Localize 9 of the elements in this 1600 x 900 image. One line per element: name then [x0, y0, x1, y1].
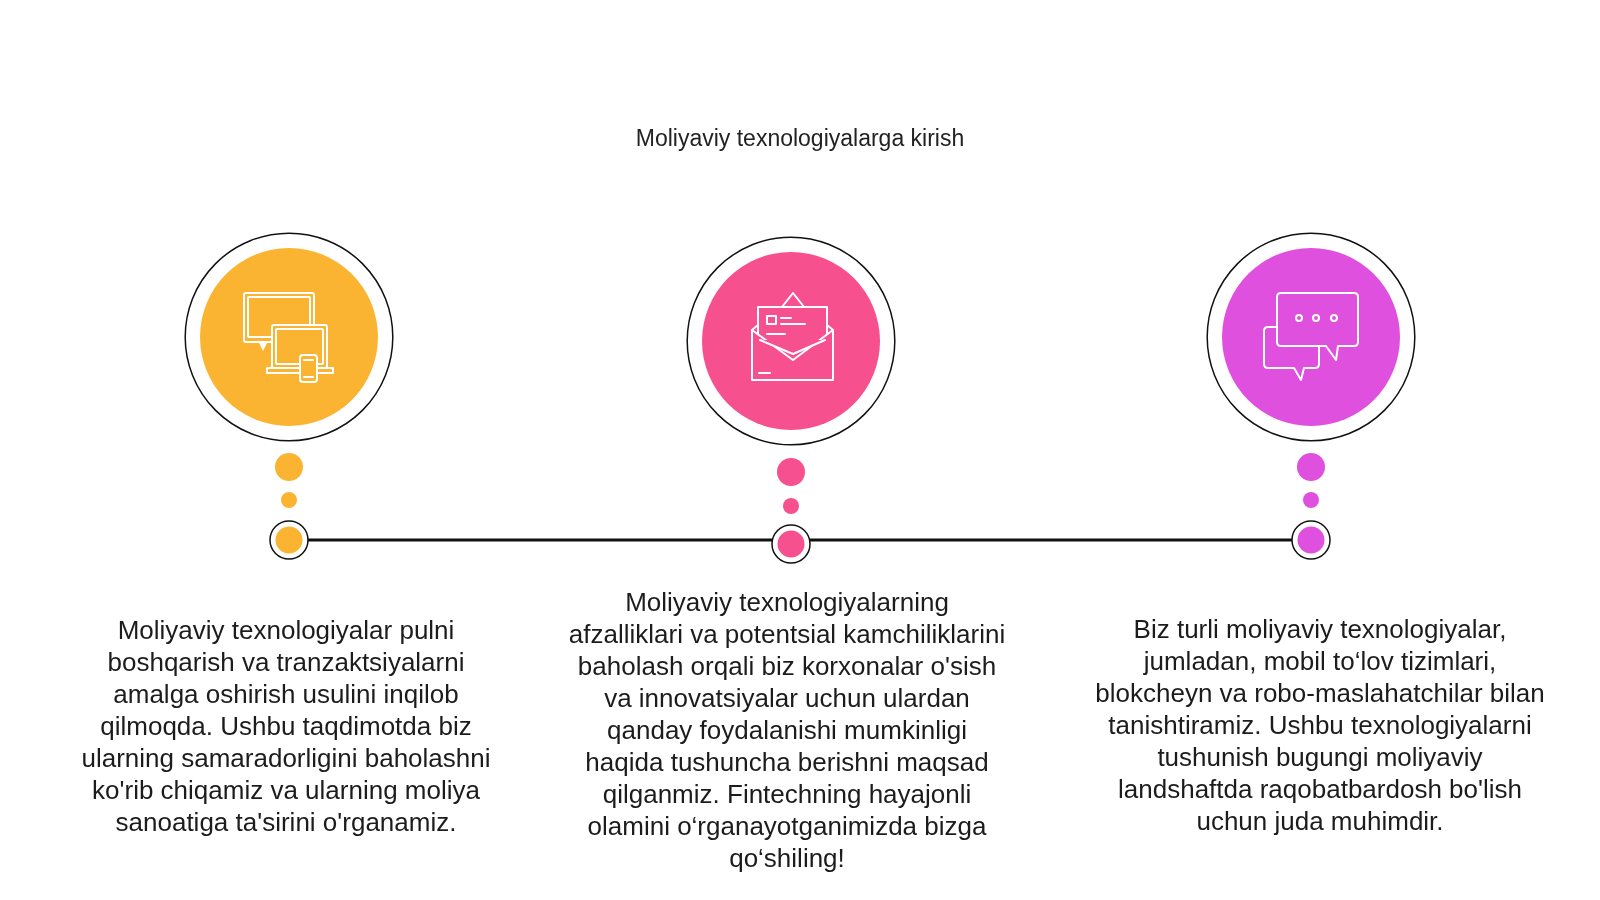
diagram-title: Moliyaviy texnologiyalarga kirish — [634, 124, 966, 153]
description-text: Biz turli moliyaviy texnologiyalar, jumladan, mobil to‘lov tizimlari, blokcheyn va robo-maslahatchilar bilan tanishtiramiz. Ushbu texnologiyalarni tushunish bugungi moliyaviy landshaftda raqobatbardosh bo'lish uchun juda muhimdir. — [1094, 613, 1546, 837]
description-text: Moliyaviy texnologiyalar pulni boshqarish va tranzaktsiyalarni amalga oshirish usulini inqilob qilmoqda. Ushbu taqdimotda biz ularning samaradorligini baholashni ko'rib chiqamiz va ularning moliya sanoatiga ta'sirini o'rganamiz. — [80, 614, 492, 838]
timeline-marker — [771, 524, 811, 564]
description-text: Moliyaviy texnologiyalarning afzalliklari va potentsial kamchiliklarini baholash orqali biz korxonalar o'sish va innovatsiyalar uchun ulardan qanday foydalanishi mumkinligi haqida tushuncha berishni maqsad qilganmiz. Fintechning hayajonli olamini o‘rganayotganimizda bizga qo‘shiling! — [567, 586, 1007, 874]
timeline-line — [308, 538, 773, 542]
timeline-marker — [1291, 520, 1331, 560]
timeline-marker — [269, 520, 309, 560]
timeline-line — [809, 538, 1292, 542]
